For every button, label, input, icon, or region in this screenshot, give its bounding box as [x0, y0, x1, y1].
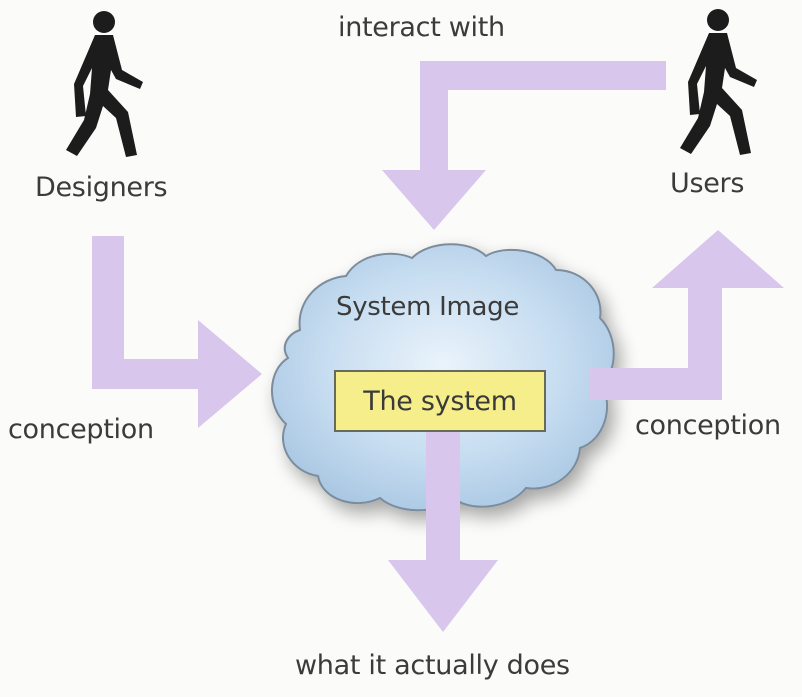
the-system-box: The system [334, 370, 546, 432]
interact-with-label: interact with [338, 12, 505, 43]
designer-walking-person-icon [66, 11, 143, 157]
user-conception-arrow [590, 230, 784, 400]
what-it-does-label: what it actually does [295, 650, 570, 681]
interact-with-arrow [382, 61, 666, 230]
users-label: Users [670, 168, 745, 199]
system-image-label: System Image [336, 292, 520, 322]
the-system-label: The system [363, 385, 517, 417]
designer-conception-label: conception [8, 414, 154, 445]
user-conception-label: conception [635, 410, 781, 441]
designers-label: Designers [35, 172, 168, 203]
what-it-does-arrow [388, 432, 498, 632]
user-walking-person-icon [680, 9, 757, 155]
designer-conception-arrow [92, 236, 262, 428]
